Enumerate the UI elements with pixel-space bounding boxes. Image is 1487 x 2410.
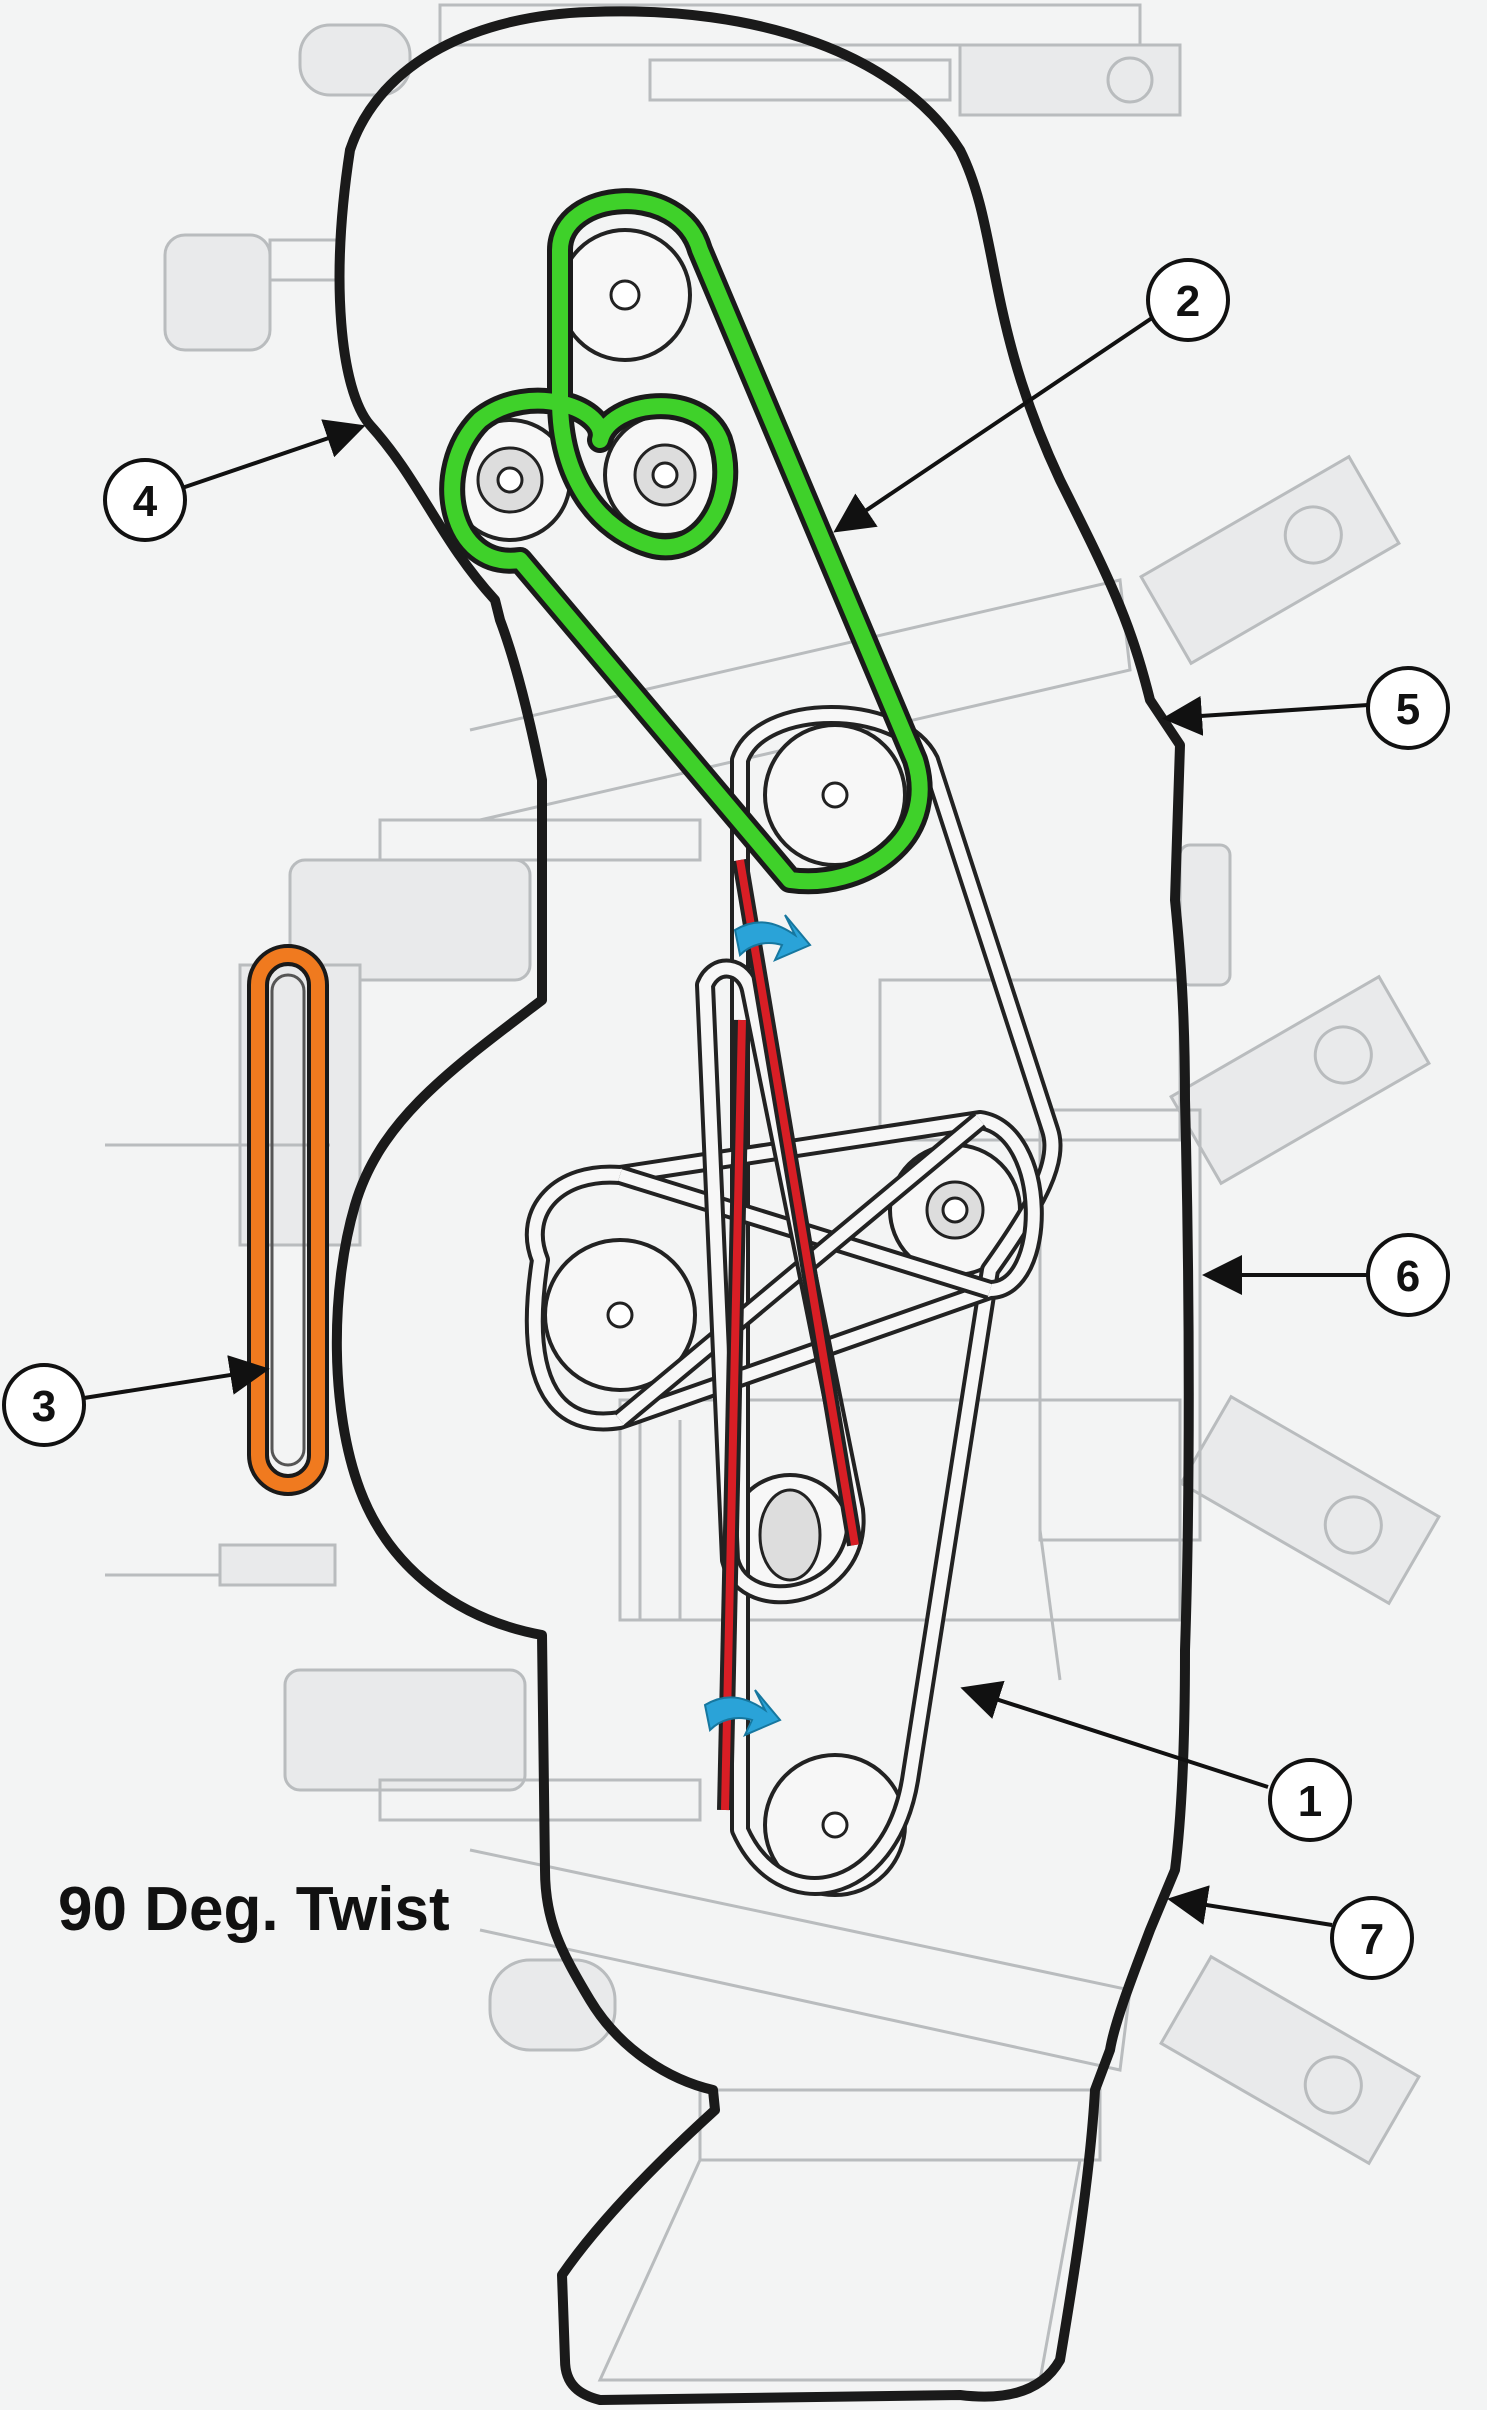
- callout-number: 3: [32, 1382, 56, 1431]
- leader-line: [833, 316, 1154, 533]
- callout-number: 5: [1396, 685, 1420, 734]
- belt-twist-red: [717, 858, 863, 1811]
- leader-line: [83, 1355, 270, 1400]
- leader-line: [960, 1680, 1269, 1789]
- callout-bubble: [1146, 258, 1230, 342]
- twist-arrows: [703, 914, 812, 1737]
- callout-7: 7: [1167, 1885, 1414, 1980]
- deck-housing-outline: [331, 6, 1194, 2405]
- callout-4: 4: [103, 419, 366, 542]
- callout-number: 7: [1360, 1915, 1384, 1964]
- callout-2: 2: [833, 258, 1230, 533]
- callout-3: 3: [2, 1355, 270, 1447]
- pulley-left-spindle: [543, 1238, 697, 1392]
- callout-1: 1: [960, 1680, 1352, 1842]
- callout-5: 5: [1162, 666, 1450, 750]
- leader-line: [1162, 695, 1369, 736]
- pulley-upper-left: [448, 418, 572, 542]
- callout-6: 6: [1202, 1233, 1450, 1317]
- callout-bubble: [1366, 1233, 1450, 1317]
- belt-2-green: [439, 188, 933, 895]
- twist-arrow-lower: [703, 1689, 782, 1737]
- twist-arrow-upper: [733, 914, 812, 962]
- background-machinery: [105, 3, 1441, 2382]
- callout-number: 1: [1298, 1777, 1322, 1826]
- belt-3-orange: [247, 944, 329, 1496]
- callout-bubble: [1268, 1758, 1352, 1842]
- leader-line: [181, 419, 366, 490]
- pulley-top: [558, 228, 692, 362]
- callout-bubble: [103, 458, 187, 542]
- callout-number: 4: [133, 477, 158, 526]
- callout-bubble: [1330, 1896, 1414, 1980]
- callout-bubble: [1366, 666, 1450, 750]
- twist-caption: 90 Deg. Twist: [58, 1875, 450, 1944]
- callout-bubble: [2, 1363, 86, 1447]
- belt-1-main: [524, 705, 1063, 1896]
- pulley-upper-center: [603, 413, 727, 537]
- callout-number: 6: [1396, 1252, 1420, 1301]
- callout-number: 2: [1176, 277, 1200, 326]
- leader-line: [1167, 1885, 1333, 1927]
